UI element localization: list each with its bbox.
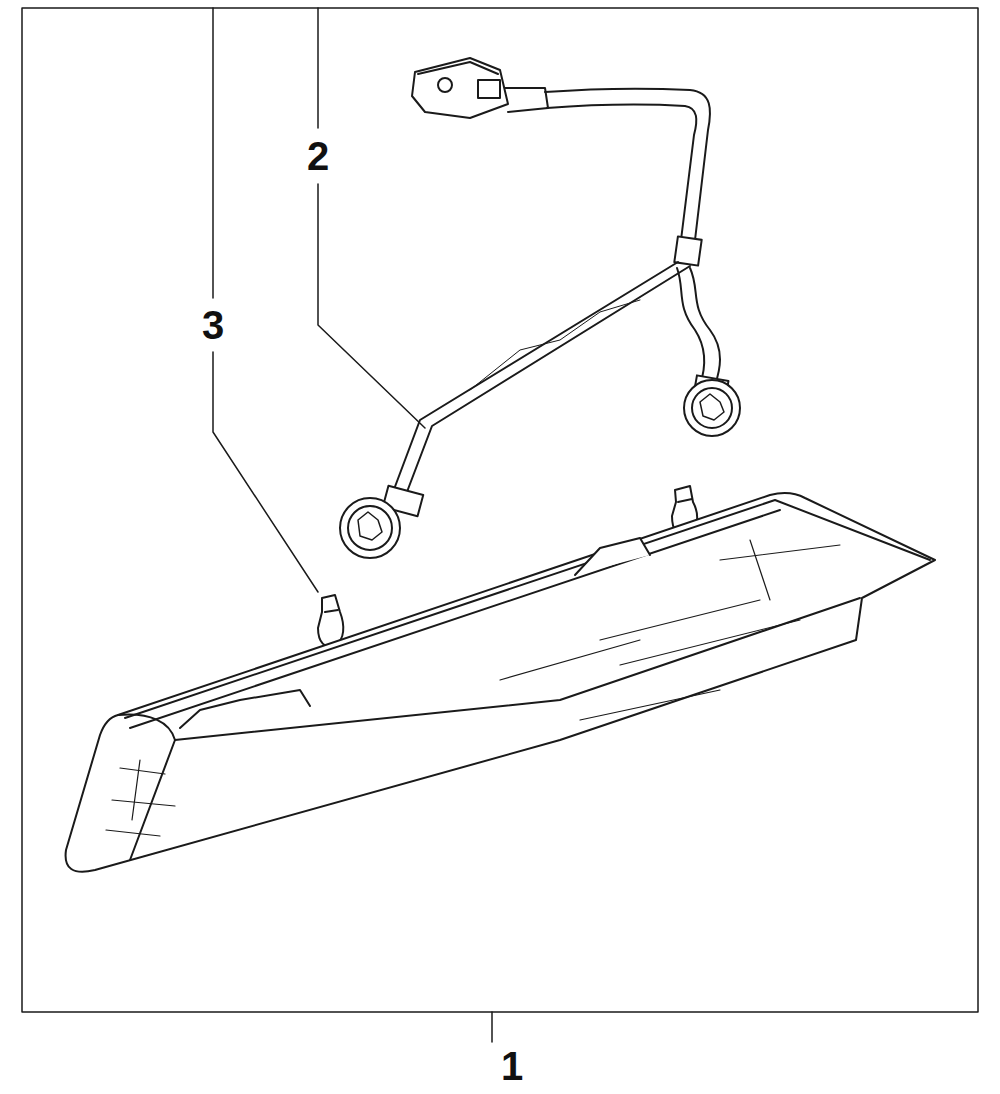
- lamp-housing: [66, 493, 935, 872]
- leader-lines: [213, 8, 492, 1042]
- harness-connector: [412, 58, 548, 118]
- callout-number: 1: [501, 1046, 523, 1086]
- callout-number: 2: [307, 136, 329, 176]
- wire-harness: [390, 89, 720, 505]
- callout-number: 3: [202, 305, 224, 345]
- frame: [22, 8, 978, 1012]
